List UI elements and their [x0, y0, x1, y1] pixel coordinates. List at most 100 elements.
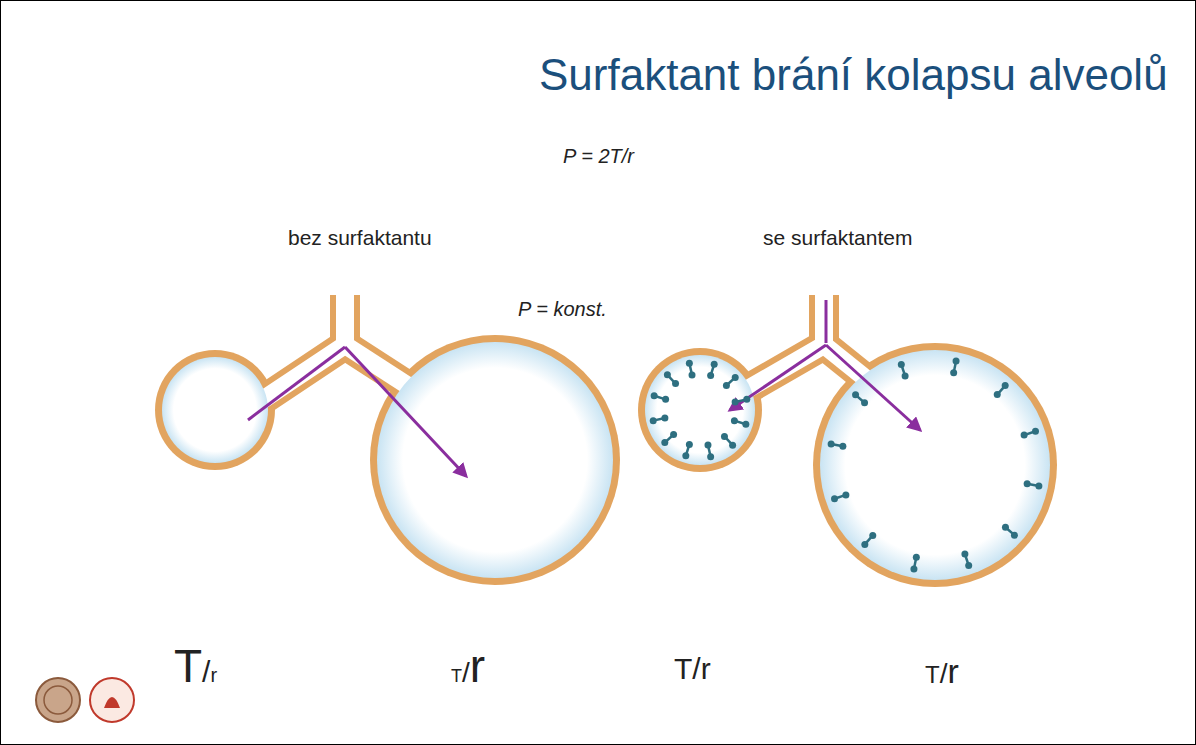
ratio-glyph: /	[940, 658, 948, 689]
tension-ratio: T/r	[674, 652, 711, 687]
molecule-head	[1024, 480, 1031, 487]
molecule-head	[898, 361, 905, 368]
airway-top-cut	[320, 280, 370, 294]
molecule-head	[732, 399, 739, 406]
surfactant-molecule	[950, 358, 959, 377]
slide-title: Surfaktant brání kolapsu alveolů	[539, 50, 1168, 101]
university-seal-ring	[44, 686, 72, 714]
surfactant-molecule	[704, 442, 714, 461]
molecule-head	[723, 382, 730, 389]
molecule-head	[689, 371, 696, 378]
molecule-head	[1002, 524, 1009, 531]
surfactant-molecule	[661, 431, 677, 446]
university-seal	[36, 678, 80, 722]
ratio-glyph: /	[462, 657, 470, 688]
molecule-head	[913, 554, 920, 561]
molecule-head	[686, 360, 693, 367]
faculty-logo-mark	[104, 697, 120, 708]
surfactant-molecule	[686, 360, 696, 379]
tension-ratio: T/r	[451, 640, 485, 693]
molecule-head	[869, 532, 876, 539]
molecule-head	[953, 358, 960, 365]
surfactant-molecule	[650, 414, 669, 424]
panel-heading: se surfaktantem	[763, 226, 912, 250]
molecule-head	[965, 562, 972, 569]
logos	[36, 678, 134, 722]
tension-ratio: T/r	[925, 652, 959, 691]
molecule-head	[731, 417, 738, 424]
molecule-head	[743, 396, 750, 403]
surfactant-molecule	[731, 417, 749, 428]
molecule-head	[1002, 382, 1009, 389]
molecule-head	[650, 417, 657, 424]
big-alveolus-wall	[370, 335, 620, 585]
molecule-head	[852, 391, 859, 398]
molecule-head	[711, 361, 718, 368]
big-alveolus	[820, 350, 1050, 580]
ratio-glyph: r	[470, 640, 485, 692]
molecule-head	[831, 495, 838, 502]
molecule-head	[861, 399, 868, 406]
surfactant-molecule	[1021, 428, 1039, 439]
airflow-arrow	[345, 347, 466, 476]
surfactant-molecule	[721, 433, 736, 449]
big-alveolus-wall	[813, 343, 1057, 587]
molecule-head	[707, 372, 714, 379]
surfactant-molecule	[961, 551, 972, 569]
molecule-head	[1011, 532, 1018, 539]
molecule-head	[661, 439, 668, 446]
surfactant-molecule	[723, 374, 739, 389]
ratio-glyph: /	[692, 652, 700, 685]
molecule-head	[704, 442, 711, 449]
molecule-head	[961, 551, 968, 558]
surfactant-molecule	[898, 361, 909, 379]
molecule-head	[742, 421, 749, 428]
molecule-head	[661, 414, 668, 421]
small-alveolus	[645, 355, 755, 465]
molecule-head	[950, 369, 957, 376]
surfactant-molecule	[852, 391, 868, 406]
molecule-head	[707, 453, 714, 460]
surfactant-molecules	[650, 358, 1043, 573]
small-alveolus-wall	[638, 348, 762, 472]
alveolus-lumen	[162, 342, 1050, 580]
surfactant-molecule	[831, 491, 849, 502]
formula: P = konst.	[518, 298, 607, 321]
surfactant-molecule	[1002, 524, 1018, 539]
small-alveolus-wall	[155, 350, 275, 470]
molecule-head	[861, 541, 868, 548]
surfactant-molecule	[732, 396, 751, 406]
molecule-head	[682, 452, 689, 459]
surfactant-molecule	[861, 532, 876, 548]
airflow-line	[825, 300, 828, 343]
panel-heading: bez surfaktantu	[288, 226, 432, 250]
molecule-head	[664, 371, 671, 378]
molecule-head	[828, 440, 835, 447]
molecule-head	[721, 433, 728, 440]
airflow-arrows	[248, 300, 920, 476]
ratio-glyph: r	[947, 652, 958, 690]
molecule-head	[670, 431, 677, 438]
formula: P = 2T/r	[563, 145, 634, 168]
small-alveolus	[162, 357, 268, 463]
molecule-head	[672, 380, 679, 387]
airflow-arrow	[826, 345, 920, 430]
molecule-head	[662, 396, 669, 403]
ratio-glyph: T	[674, 652, 692, 685]
surfactant-molecule	[828, 440, 847, 449]
molecule-head	[839, 443, 846, 450]
ratio-glyph: r	[701, 652, 711, 685]
ratio-glyph: T	[451, 666, 462, 686]
molecule-head	[686, 441, 693, 448]
molecule-head	[732, 374, 739, 381]
faculty-logo	[90, 678, 134, 722]
ratio-glyph: T	[174, 640, 202, 692]
molecule-head	[729, 442, 736, 449]
tension-ratio: T/r	[174, 640, 217, 693]
surfactant-molecule	[1024, 480, 1043, 489]
airflow-arrow	[730, 345, 826, 410]
airflow-line	[248, 347, 345, 420]
molecule-head	[1021, 432, 1028, 439]
ratio-glyph: /	[202, 655, 210, 688]
